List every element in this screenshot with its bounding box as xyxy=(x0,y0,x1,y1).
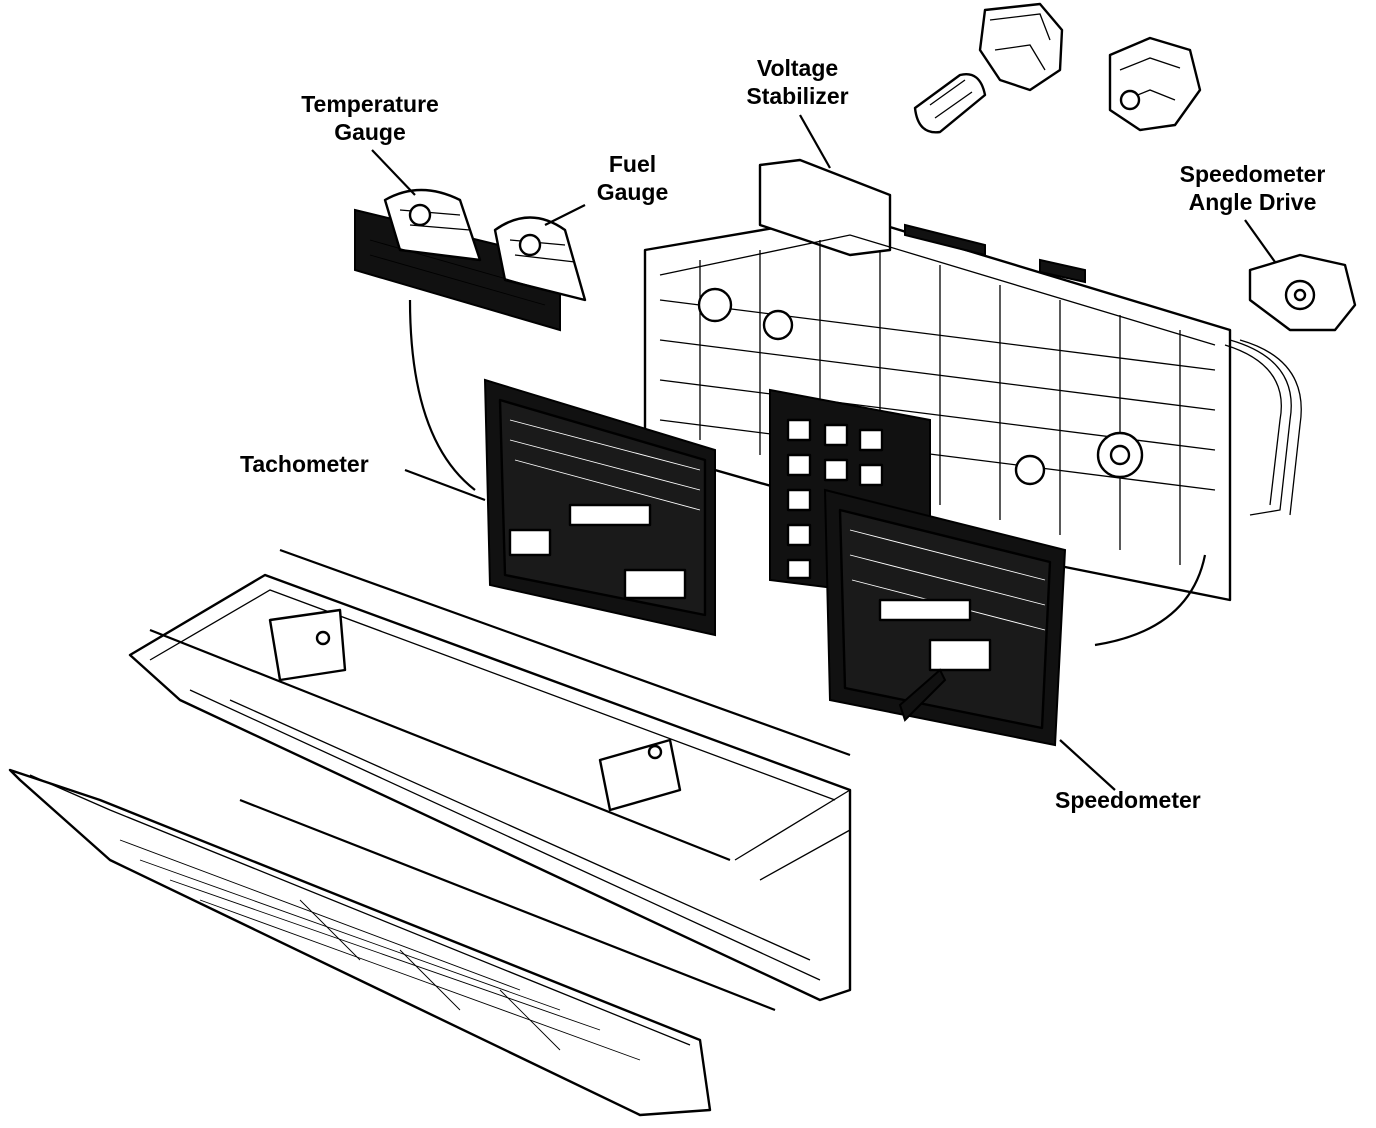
voltage-stabilizer-label: Voltage Stabilizer xyxy=(720,54,875,110)
speedometer-angle-drive-label: Speedometer Angle Drive xyxy=(1150,160,1355,216)
trim-strip-lower xyxy=(239,798,776,1012)
fuel-gauge-label-line-1: Fuel xyxy=(608,151,657,177)
tachometer xyxy=(483,378,716,637)
fuel-gauge-label: Fuel Gauge xyxy=(570,150,695,206)
speedometer-arc-line xyxy=(1094,554,1207,647)
speedometer xyxy=(823,488,1067,747)
temperature-gauge-label-line-1: Temperature xyxy=(301,91,439,117)
speedometer-angle-drive-label-line-1: Speedometer xyxy=(1179,161,1326,187)
temperature-gauge-label-line-2: Gauge xyxy=(334,119,406,145)
voltage-stabilizer-label-line-2: Stabilizer xyxy=(746,83,849,109)
speedometer-angle-drive xyxy=(1248,253,1357,332)
voltage-stabilizer-leader-line xyxy=(799,114,831,169)
speedometer-leader-line xyxy=(1059,739,1116,791)
front-lens-bezel xyxy=(8,768,712,1117)
temperature-gauge-leader-line xyxy=(371,149,416,196)
trim-strip-upper xyxy=(279,548,851,757)
tachometer-label: Tachometer xyxy=(240,451,369,477)
fuel-gauge-label-line-2: Gauge xyxy=(596,179,669,205)
cluster-case xyxy=(128,573,852,1002)
speedometer-label: Speedometer xyxy=(1055,787,1201,813)
tachometer-arc-line xyxy=(408,299,476,491)
bulb-socket xyxy=(1108,36,1202,132)
trim-strip-middle xyxy=(149,628,731,862)
speedometer-angle-drive-label-line-2: Angle Drive xyxy=(1188,189,1317,215)
instrument-cluster-housing xyxy=(643,158,1302,602)
bulb-socket-with-bulb xyxy=(913,2,1064,134)
temperature-fuel-gauge-assembly xyxy=(354,188,587,332)
speedometer-angle-drive-leader-line xyxy=(1244,219,1276,263)
voltage-stabilizer-label-line-1: Voltage xyxy=(756,55,839,81)
tachometer-leader-line xyxy=(404,468,486,502)
fuel-gauge-leader-line xyxy=(544,204,586,226)
temperature-gauge-label: Temperature Gauge xyxy=(270,90,470,146)
